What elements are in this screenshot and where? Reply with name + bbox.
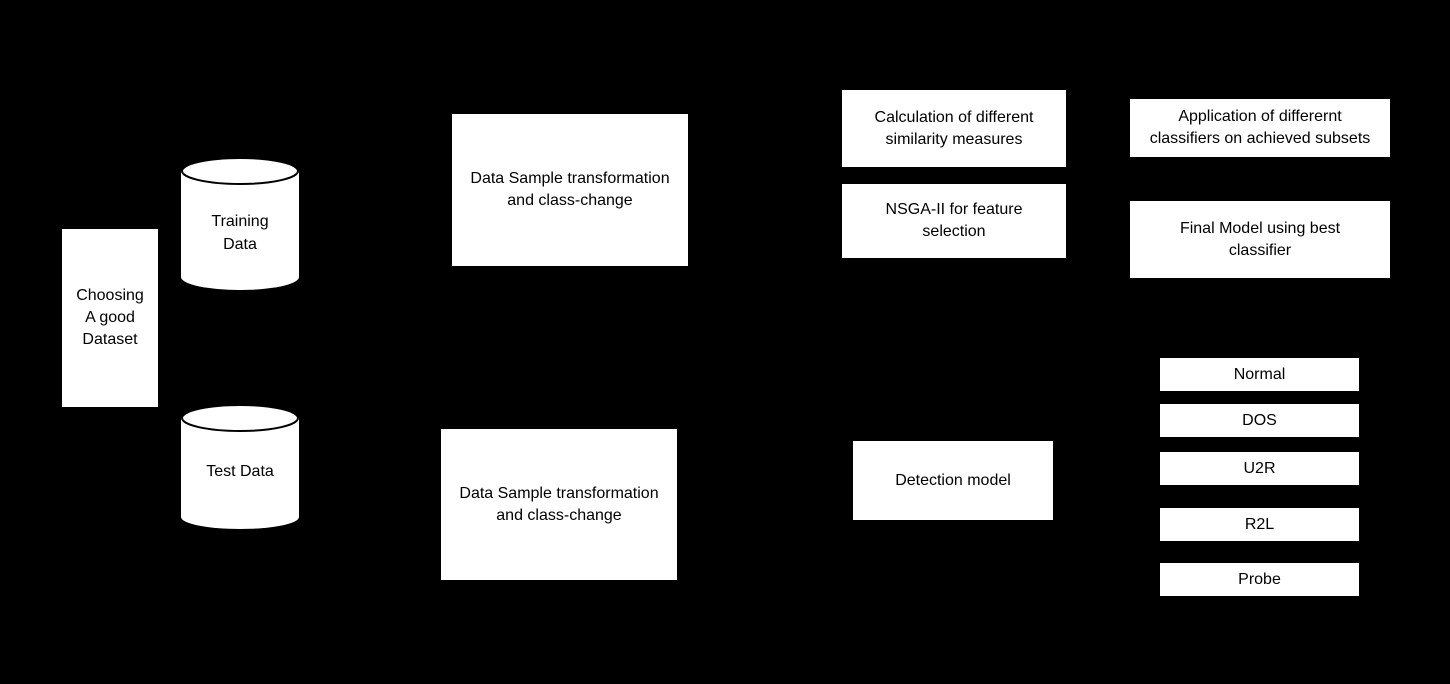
label-line: Data Sample transformation <box>459 484 659 502</box>
class-box-dos: DOS <box>1160 404 1359 437</box>
label-line: Choosing <box>76 287 144 304</box>
label-line: R2L <box>1244 515 1275 533</box>
label-line: Normal <box>1233 365 1286 383</box>
label-line: Final Model using best <box>1179 219 1341 237</box>
label-line: and class-change <box>496 506 622 524</box>
choosing-dataset-box: Choosing A good Dataset <box>62 229 158 407</box>
database-icon <box>181 404 299 529</box>
label-line: Application of differernt <box>1178 108 1342 125</box>
label-line: classifier <box>1228 241 1292 259</box>
class-box-u2r: U2R <box>1160 452 1359 485</box>
label-line: A good <box>85 309 135 326</box>
classifier-application-box: Application of differernt classifiers on… <box>1130 99 1390 157</box>
class-box-probe: Probe <box>1160 563 1359 596</box>
label-line: Probe <box>1238 570 1281 588</box>
label-line: Data Sample transformation <box>470 170 670 187</box>
label-line: U2R <box>1243 459 1276 477</box>
detection-model-box: Detection model <box>853 441 1053 520</box>
transform-train-box: Data Sample transformation and class-cha… <box>452 114 688 266</box>
transform-test-box: Data Sample transformation and class-cha… <box>441 429 677 580</box>
label-line: classifiers on achieved subsets <box>1149 130 1371 147</box>
label-line: NSGA-II for feature <box>885 201 1023 218</box>
label-line: and class-change <box>507 192 633 209</box>
test-data-cylinder: Test Data <box>180 403 300 530</box>
label-line: Training <box>211 213 269 230</box>
final-model-box: Final Model using best classifier <box>1130 201 1390 278</box>
similarity-measures-box: Calculation of different similarity meas… <box>842 90 1066 167</box>
label-line: Data <box>223 236 257 253</box>
label-line: similarity measures <box>885 130 1023 148</box>
label-line: Calculation of different <box>874 108 1034 126</box>
label-line: Test Data <box>206 463 274 480</box>
training-data-cylinder: Training Data <box>180 155 300 291</box>
class-box-r2l: R2L <box>1160 508 1359 541</box>
class-box-normal: Normal <box>1160 358 1359 391</box>
label-line: Dataset <box>82 331 138 348</box>
label-line: Detection model <box>895 471 1011 489</box>
nsga-feature-selection-box: NSGA-II for feature selection <box>842 184 1066 258</box>
label-line: DOS <box>1242 411 1277 429</box>
label-line: selection <box>922 223 986 240</box>
database-icon <box>181 157 299 290</box>
